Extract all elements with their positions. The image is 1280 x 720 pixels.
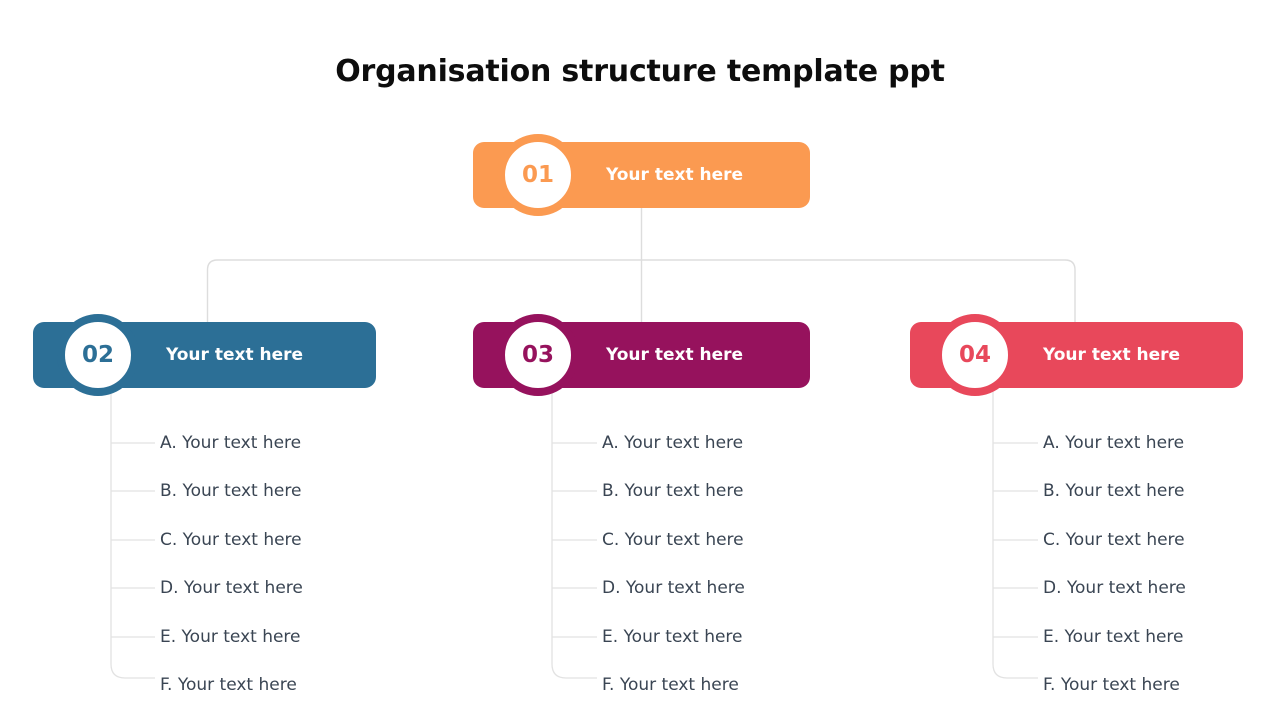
org-node-04-label: Your text here	[1043, 345, 1181, 365]
connector-spine-02	[110, 392, 155, 679]
org-node-04[interactable]: 04 Your text here	[910, 314, 1243, 396]
org-node-02-label: Your text here	[166, 345, 304, 365]
list-item[interactable]: E. Your text here	[1043, 626, 1184, 647]
org-node-03-number: 03	[521, 342, 554, 368]
list-item[interactable]: F. Your text here	[602, 674, 739, 695]
connector-spine-04	[992, 392, 1038, 679]
connector-bus	[206, 259, 1076, 322]
list-item[interactable]: B. Your text here	[160, 481, 302, 502]
org-node-02-number: 02	[81, 342, 114, 368]
list-item[interactable]: F. Your text here	[1043, 674, 1180, 695]
list-item[interactable]: C. Your text here	[160, 529, 302, 550]
list-item[interactable]: C. Your text here	[602, 529, 744, 550]
list-item[interactable]: E. Your text here	[160, 626, 301, 647]
list-item[interactable]: A. Your text here	[602, 433, 744, 453]
list-item[interactable]: D. Your text here	[160, 578, 303, 599]
org-node-03[interactable]: 03 Your text here	[473, 314, 810, 396]
org-node-04-number: 04	[958, 342, 991, 368]
org-node-01-number: 01	[521, 162, 554, 188]
list-item[interactable]: B. Your text here	[1043, 481, 1185, 502]
list-item[interactable]: D. Your text here	[1043, 578, 1186, 599]
org-node-01-badge: 01	[497, 134, 579, 216]
list-item[interactable]: A. Your text here	[160, 433, 302, 453]
org-node-01[interactable]: 01 Your text here	[473, 134, 810, 216]
sub-item-list-02: A. Your text here B. Your text here C. Y…	[160, 430, 460, 720]
org-node-03-label: Your text here	[606, 345, 744, 365]
list-item[interactable]: C. Your text here	[1043, 529, 1185, 550]
list-item[interactable]: A. Your text here	[1043, 433, 1185, 453]
org-node-02-badge: 02	[57, 314, 139, 396]
list-item[interactable]: E. Your text here	[602, 626, 743, 647]
org-node-02[interactable]: 02 Your text here	[33, 314, 376, 396]
org-node-01-label: Your text here	[606, 165, 744, 185]
sub-item-list-03: A. Your text here B. Your text here C. Y…	[602, 430, 902, 720]
list-item[interactable]: D. Your text here	[602, 578, 745, 599]
org-node-03-badge: 03	[497, 314, 579, 396]
list-item[interactable]: B. Your text here	[602, 481, 744, 502]
connector-spine-03	[551, 392, 597, 679]
sub-item-list-04: A. Your text here B. Your text here C. Y…	[1043, 430, 1280, 720]
list-item[interactable]: F. Your text here	[160, 674, 297, 695]
org-node-04-badge: 04	[934, 314, 1016, 396]
page-title: Organisation structure template ppt	[335, 54, 945, 89]
